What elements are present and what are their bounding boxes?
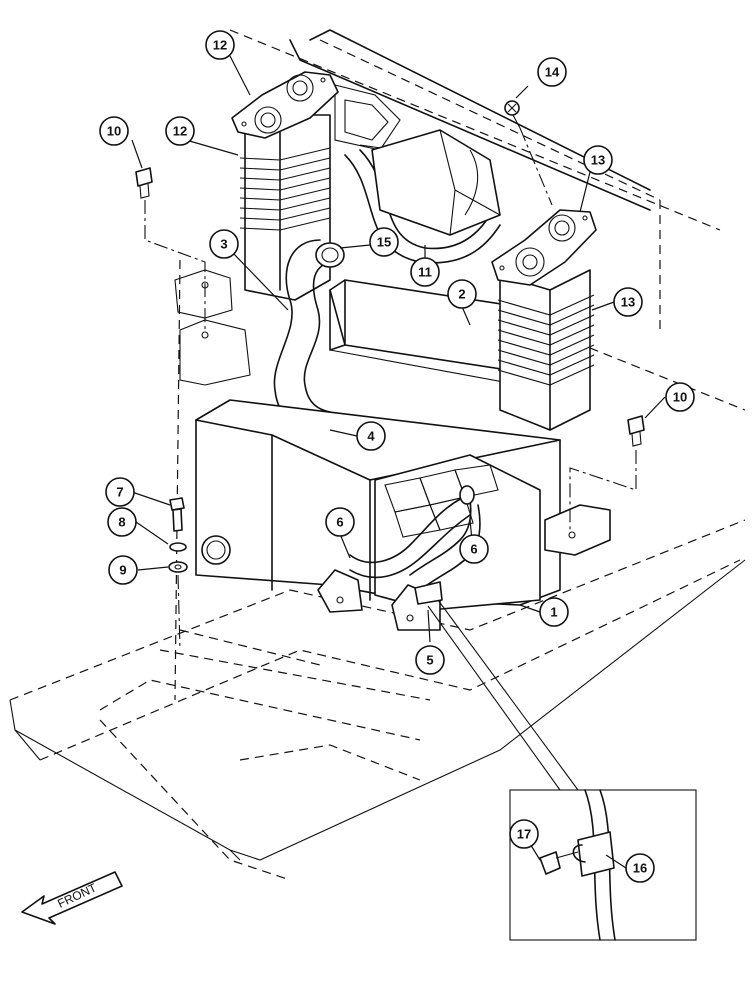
svg-text:11: 11 [418,265,432,280]
right-outlet-vent [491,209,597,286]
callout-3: 3 [209,229,239,259]
callout-12-right: 13 [613,287,643,317]
svg-text:17: 17 [517,827,531,842]
flat-washer-9 [168,561,188,651]
svg-text:13: 13 [591,153,605,168]
floor-bracket-left [174,269,251,386]
callout-15: 15 [369,227,399,257]
svg-text:15: 15 [377,235,391,250]
bolt-10-right [569,415,645,530]
left-outlet-vent [231,71,339,139]
callout-7: 7 [105,477,135,507]
callout-12-left: 12 [165,116,195,146]
svg-text:5: 5 [426,653,433,668]
svg-text:6: 6 [470,542,477,557]
callout-6-right: 6 [459,534,489,564]
callout-11: 11 [410,257,440,287]
callout-14: 14 [537,57,567,87]
bolt-10-left [135,167,206,330]
svg-text:10: 10 [107,124,121,139]
svg-text:7: 7 [116,485,123,500]
svg-text:6: 6 [336,515,343,530]
svg-text:10: 10 [673,390,687,405]
callout-9: 9 [108,555,138,585]
svg-text:4: 4 [367,429,375,444]
right-bellows-duct [497,269,595,431]
callout-4: 4 [356,421,386,451]
callout-6-left: 6 [325,507,355,537]
callout-1: 1 [539,597,569,627]
svg-text:2: 2 [458,287,465,302]
cab-frame-outline [9,29,746,881]
callout-17: 17 [509,819,539,849]
callout-16: 16 [625,853,655,883]
callout-13-right: 13 [583,145,613,175]
bolt-7 [169,497,185,532]
svg-text:12: 12 [173,124,187,139]
callout-10-left: 10 [99,116,129,146]
svg-text:12: 12 [213,38,227,53]
callout-10-right: 10 [665,382,695,412]
svg-text:3: 3 [220,237,227,252]
heater-hoses-6 [349,485,481,605]
svg-text:13: 13 [621,295,635,310]
lock-washer-8 [169,542,187,552]
svg-text:8: 8 [118,515,125,530]
duct-hose-11 [344,129,501,264]
screw-14 [504,100,553,206]
svg-text:14: 14 [545,65,560,80]
callout-2: 2 [447,279,477,309]
clamp-detail-inset [427,599,697,941]
svg-text:16: 16 [633,861,647,876]
callout-5: 5 [415,645,445,675]
svg-text:9: 9 [119,563,126,578]
svg-text:1: 1 [550,605,557,620]
floor-bracket [544,504,611,556]
front-direction-arrow: FRONT [21,871,123,925]
callout-8: 8 [107,507,137,537]
callout-13-left: 12 [205,30,235,60]
left-bellows-duct [239,114,331,301]
